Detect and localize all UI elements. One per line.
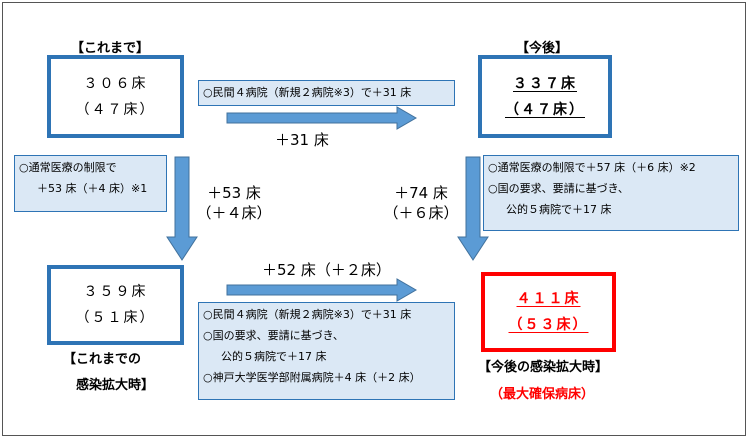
top-note: ○民間４病院（新規２病院※3）で＋31 床 <box>198 80 455 106</box>
right-note-line-2: ○国の要求、要請に基づき、 <box>488 182 629 195</box>
bottom-note-line-3: 公的５病院で＋17 床 <box>221 350 327 363</box>
before-expanded-box: ３５９床 （５１床） <box>47 265 184 345</box>
after-expanded-beds: ４１１床 <box>516 291 581 307</box>
right-note-line-3: 公的５病院で＋17 床 <box>506 203 612 216</box>
bottom-arrow-label: ＋52 床（＋２床） <box>262 261 391 279</box>
right-note-line-1: ○通常医療の制限で＋57 床（＋6 床）※2 <box>488 161 696 174</box>
before-expanded-beds: ３５９床 <box>83 284 148 300</box>
left-arrow-label-2: （＋４床） <box>196 204 272 222</box>
bottom-note-line-4: ○神戸大学医学部附属病院＋4 床（＋2 床） <box>203 371 421 384</box>
left-note-line-2: ＋53 床（＋4 床）※1 <box>37 182 148 195</box>
after-box: ３３７床 （４７床） <box>478 55 612 138</box>
right-arrow-label-2: （＋６床） <box>383 204 459 222</box>
left-note: ○通常医療の制限で ＋53 床（＋4 床）※1 <box>14 155 167 212</box>
top-arrow <box>226 106 417 130</box>
before-expanded-heading-2: 感染拡大時】 <box>76 378 155 393</box>
bottom-note: ○民間４病院（新規２病院※3）で＋31 床 ○国の要求、要請に基づき、 公的５病… <box>198 302 455 400</box>
bottom-arrow <box>226 278 417 302</box>
bottom-note-line-2: ○国の要求、要請に基づき、 <box>203 329 344 342</box>
after-expanded-beds-sub: （５３床） <box>508 317 589 333</box>
after-beds: ３３７床 <box>513 75 577 92</box>
after-beds-sub: （４７床） <box>505 101 585 118</box>
left-arrow-label-1: ＋53 床 <box>207 184 261 202</box>
before-box: ３０６床 （４７床） <box>47 55 184 138</box>
after-expanded-box: ４１１床 （５３床） <box>481 272 616 352</box>
before-beds: ３０６床 <box>83 75 148 92</box>
right-note: ○通常医療の制限で＋57 床（＋6 床）※2 ○国の要求、要請に基づき、 公的５… <box>483 155 739 231</box>
left-arrow-label: ＋53 床 （＋４床） <box>196 183 272 223</box>
top-arrow-shape <box>226 106 417 130</box>
before-expanded-heading-1: 【これまでの <box>63 352 142 367</box>
left-arrow-shape <box>166 156 198 261</box>
after-expanded-heading-1: 【今後の感染拡大時】 <box>478 360 609 375</box>
before-heading: 【これまで】 <box>71 41 150 56</box>
left-note-line-1: ○通常医療の制限で <box>19 161 117 174</box>
bottom-note-line-1: ○民間４病院（新規２病院※3）で＋31 床 <box>203 308 412 321</box>
left-arrow <box>166 156 198 261</box>
bottom-arrow-shape <box>226 278 417 302</box>
right-arrow-shape <box>457 156 489 261</box>
right-arrow <box>457 156 489 261</box>
after-heading: 【今後】 <box>516 41 569 56</box>
right-arrow-label-1: ＋74 床 <box>394 184 448 202</box>
before-beds-sub: （４７床） <box>75 101 156 118</box>
diagram-frame <box>2 2 746 436</box>
top-note-line: ○民間４病院（新規２病院※3）で＋31 床 <box>203 86 412 99</box>
right-arrow-label: ＋74 床 （＋６床） <box>383 183 459 223</box>
top-arrow-label: ＋31 床 <box>275 131 329 149</box>
after-expanded-heading-2: （最大確保病床） <box>490 387 595 402</box>
before-expanded-beds-sub: （５１床） <box>75 310 156 326</box>
